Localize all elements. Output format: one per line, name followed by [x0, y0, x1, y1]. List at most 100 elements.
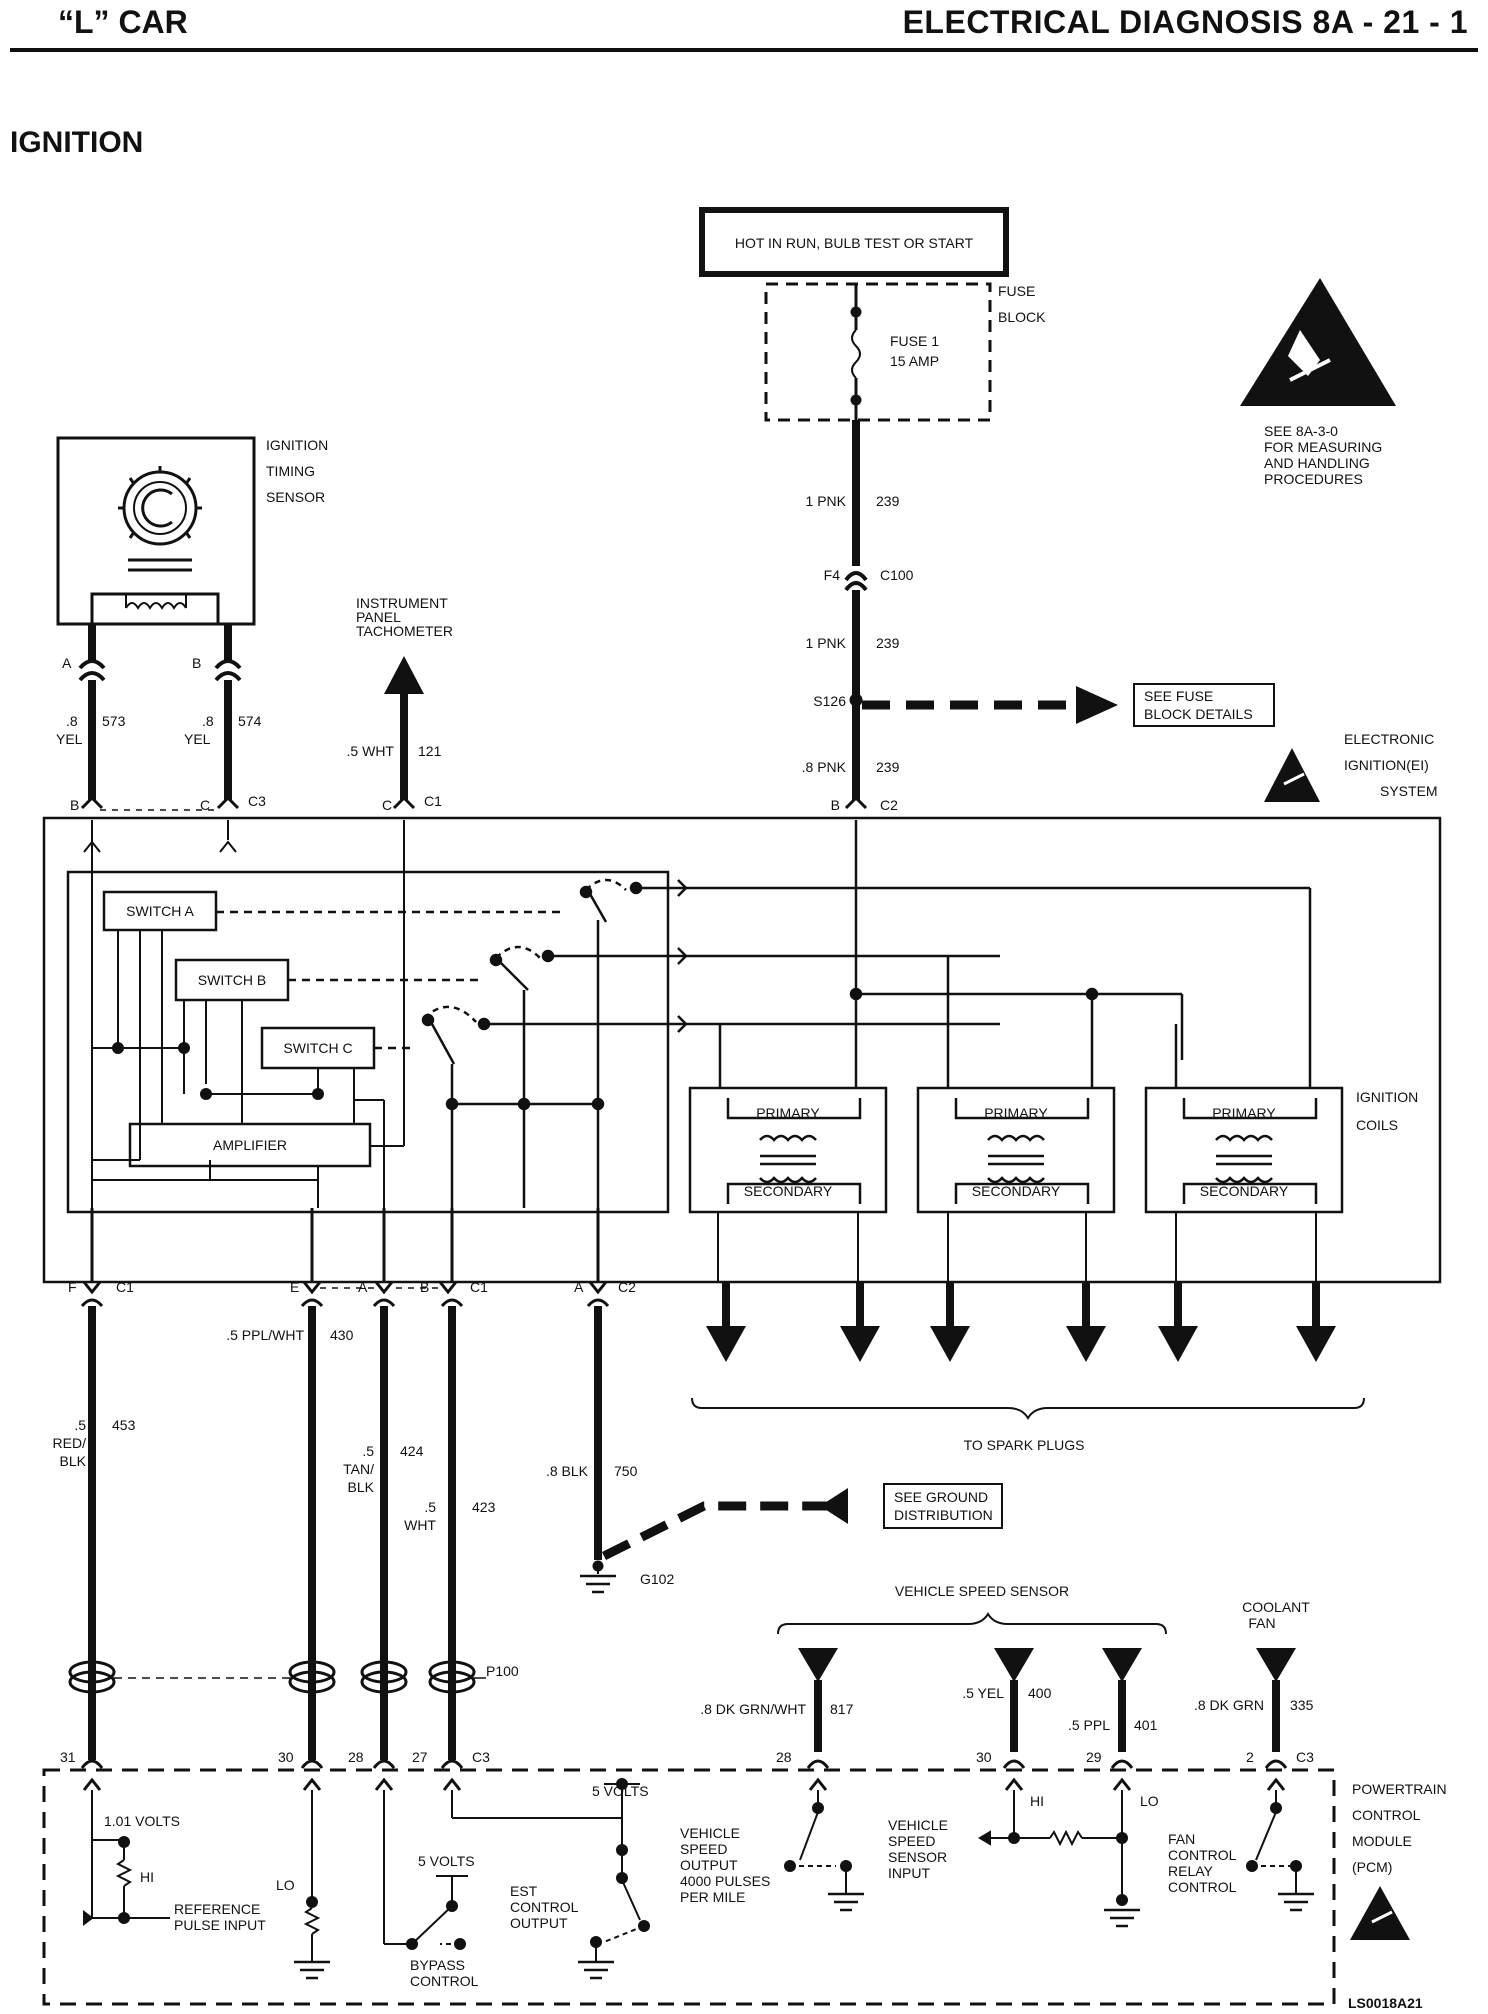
svg-text:1 PNK: 1 PNK: [806, 635, 847, 651]
svg-text:HI: HI: [140, 1869, 154, 1885]
svg-text:A: A: [574, 1279, 584, 1295]
pcm-internal-labels: 1.01 VOLTS HI LO REFERENCE PULSE INPUT B…: [104, 1783, 1237, 1989]
svg-text:239: 239: [876, 635, 900, 651]
svg-text:4000 PULSES: 4000 PULSES: [680, 1873, 770, 1889]
svg-text:29: 29: [1086, 1749, 1102, 1765]
svg-text:E: E: [290, 1279, 299, 1295]
svg-text:400: 400: [1028, 1685, 1052, 1701]
svg-text:YEL: YEL: [184, 731, 211, 747]
svg-text:B: B: [192, 655, 201, 671]
svg-text:574: 574: [238, 713, 262, 729]
svg-text:SENSOR: SENSOR: [888, 1849, 947, 1865]
svg-text:C: C: [200, 797, 210, 813]
relay-contacts: [216, 878, 1310, 1208]
svg-text:S126: S126: [813, 693, 846, 709]
svg-text:P100: P100: [486, 1663, 519, 1679]
header-right: ELECTRICAL DIAGNOSIS 8A - 21 - 1: [902, 4, 1468, 40]
svg-text:5 VOLTS: 5 VOLTS: [592, 1783, 649, 1799]
pcm-box: [42, 1768, 1336, 2006]
svg-text:SPEED: SPEED: [680, 1841, 727, 1857]
coil-labels: PRIMARY PRIMARY PRIMARY SECONDARY SECOND…: [744, 1089, 1418, 1199]
pcm-label: POWERTRAIN CONTROL MODULE (PCM): [1352, 1781, 1447, 1875]
svg-text:SECONDARY: SECONDARY: [972, 1183, 1061, 1199]
svg-text:LO: LO: [276, 1877, 295, 1893]
ei-module: [42, 816, 1442, 1284]
svg-text:.5 PPL/WHT: .5 PPL/WHT: [226, 1327, 304, 1343]
pcm-pin-labels: 31 30 28 27 C3 28 30 29 2 C3: [60, 1749, 1314, 1765]
svg-text:SEE GROUND: SEE GROUND: [894, 1489, 988, 1505]
tach-wire: [384, 656, 424, 810]
svg-text:28: 28: [348, 1749, 364, 1765]
svg-text:FUSE: FUSE: [998, 283, 1035, 299]
svg-text:VEHICLE: VEHICLE: [888, 1817, 948, 1833]
fuse-rating: 15 AMP: [890, 353, 939, 369]
svg-text:.5 YEL: .5 YEL: [962, 1685, 1004, 1701]
svg-text:C: C: [382, 797, 392, 813]
fuse-block: FUSE 1 15 AMP FUSE BLOCK: [764, 282, 1046, 422]
svg-text:750: 750: [614, 1463, 638, 1479]
vss-bracket: VEHICLE SPEED SENSOR: [777, 1583, 1167, 1635]
svg-text:LO: LO: [1140, 1793, 1159, 1809]
svg-text:1 PNK: 1 PNK: [806, 493, 847, 509]
wires-to-pcm: [88, 1306, 602, 1700]
svg-text:HOT IN RUN, BULB TEST OR START: HOT IN RUN, BULB TEST OR START: [735, 235, 974, 251]
power-source-box: HOT IN RUN, BULB TEST OR START: [699, 207, 1009, 277]
svg-text:SYSTEM: SYSTEM: [1380, 783, 1438, 799]
ground-g102: SEE GROUND DISTRIBUTION: [580, 1483, 1003, 1594]
esd-warning-icon: [1240, 278, 1396, 406]
svg-text:IGNITION: IGNITION: [1356, 1089, 1418, 1105]
svg-text:C1: C1: [424, 793, 442, 809]
svg-text:EST: EST: [510, 1883, 538, 1899]
svg-text:.8 DK GRN/WHT: .8 DK GRN/WHT: [700, 1701, 806, 1717]
pcm-internal-circuits: [83, 1778, 1314, 1980]
svg-text:IGNITION: IGNITION: [266, 437, 328, 453]
svg-text:PER MILE: PER MILE: [680, 1889, 745, 1905]
wire-573: [78, 624, 106, 810]
svg-text:453: 453: [112, 1417, 136, 1433]
svg-text:SEE FUSE: SEE FUSE: [1144, 688, 1213, 704]
svg-text:BLK: BLK: [60, 1453, 87, 1469]
svg-text:CONTROL: CONTROL: [510, 1899, 579, 1915]
svg-text:ELECTRONIC: ELECTRONIC: [1344, 731, 1434, 747]
svg-text:MODULE: MODULE: [1352, 1833, 1412, 1849]
spark-plug-outputs: TO SPARK PLUGS: [691, 1212, 1365, 1453]
svg-text:817: 817: [830, 1701, 854, 1717]
svg-text:TACHOMETER: TACHOMETER: [356, 623, 453, 639]
svg-text:1.01 VOLTS: 1.01 VOLTS: [104, 1813, 180, 1829]
svg-text:SEE 8A-3-0: SEE 8A-3-0: [1264, 423, 1338, 439]
ignition-coils: [688, 820, 1344, 1214]
svg-text:28: 28: [776, 1749, 792, 1765]
svg-text:B: B: [831, 797, 840, 813]
svg-text:SWITCH A: SWITCH A: [126, 903, 194, 919]
svg-text:SECONDARY: SECONDARY: [1200, 1183, 1289, 1199]
svg-text:POWERTRAIN: POWERTRAIN: [1352, 1781, 1447, 1797]
svg-text:.8 BLK: .8 BLK: [546, 1463, 589, 1479]
wire-labels-mid: .5 RED/ BLK 453 .5 PPL/WHT 430 .5 TAN/ B…: [53, 1327, 675, 1587]
svg-text:.8 PNK: .8 PNK: [802, 759, 847, 775]
svg-text:.5: .5: [74, 1417, 86, 1433]
svg-text:RELAY: RELAY: [1168, 1863, 1214, 1879]
svg-text:31: 31: [60, 1749, 76, 1765]
svg-text:B: B: [70, 797, 79, 813]
svg-text:SECONDARY: SECONDARY: [744, 1183, 833, 1199]
vss-wires: COOLANT FAN: [798, 1599, 1310, 1752]
svg-text:30: 30: [976, 1749, 992, 1765]
svg-text:TO SPARK PLUGS: TO SPARK PLUGS: [964, 1437, 1085, 1453]
svg-text:VEHICLE: VEHICLE: [680, 1825, 740, 1841]
ei-bottom-connectors: [80, 1208, 610, 1308]
svg-text:CONTROL: CONTROL: [1168, 1847, 1237, 1863]
svg-text:C1: C1: [116, 1279, 134, 1295]
ignition-timing-sensor: [56, 436, 256, 626]
svg-text:B: B: [420, 1279, 429, 1295]
svg-text:C3: C3: [1296, 1749, 1314, 1765]
svg-text:WHT: WHT: [404, 1517, 436, 1533]
switch-b: SWITCH B: [174, 958, 290, 1002]
svg-text:A: A: [62, 655, 72, 671]
svg-text:SWITCH B: SWITCH B: [198, 972, 266, 988]
svg-text:TIMING: TIMING: [266, 463, 315, 479]
amplifier: AMPLIFIER: [128, 1122, 372, 1168]
svg-text:.5 PPL: .5 PPL: [1068, 1717, 1110, 1733]
svg-text:INPUT: INPUT: [888, 1865, 930, 1881]
svg-text:424: 424: [400, 1443, 424, 1459]
svg-text:YEL: YEL: [56, 731, 83, 747]
